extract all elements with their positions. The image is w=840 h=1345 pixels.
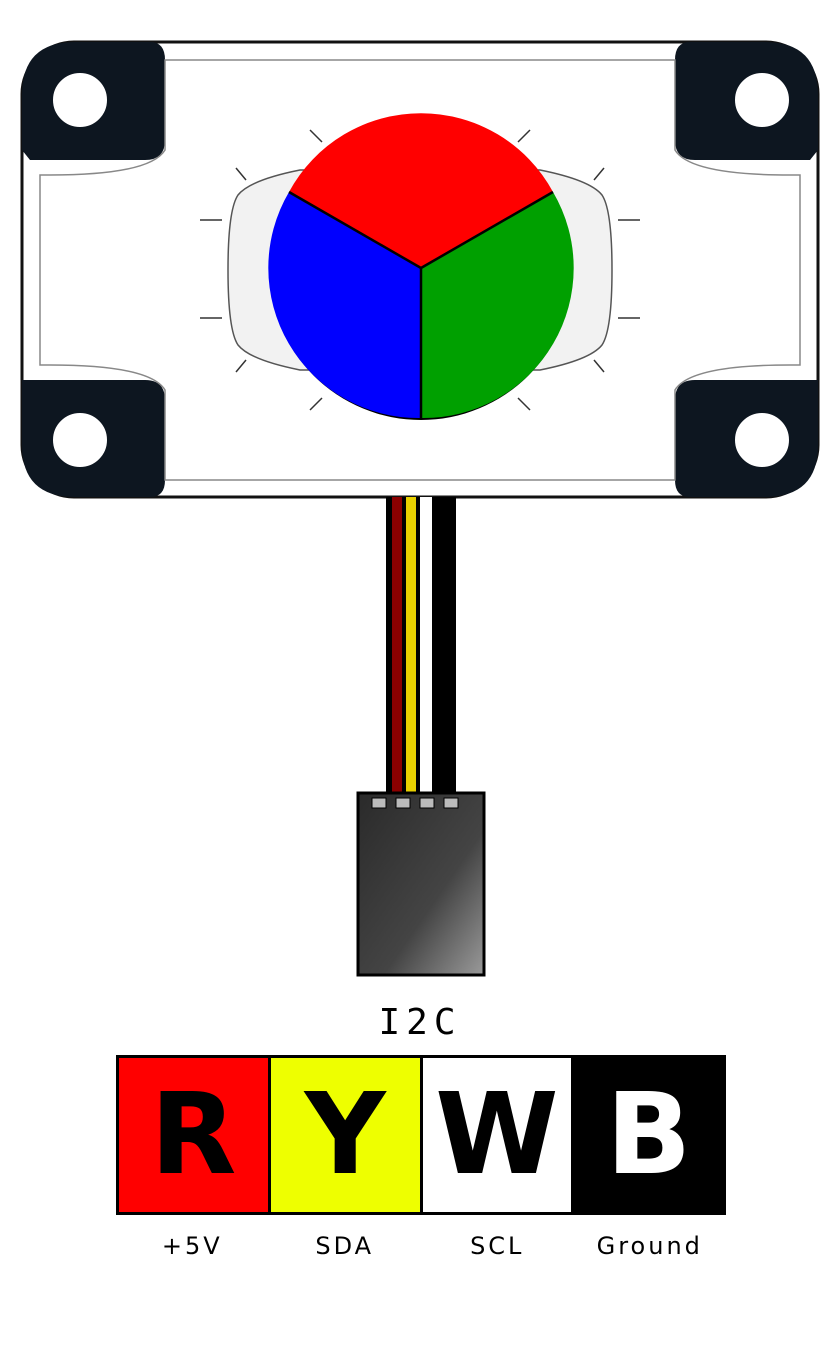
pin-function-sda: SDA [315,1232,375,1260]
pin-letter-yellow: Y [304,1070,386,1200]
mount-hole-bottom-right [675,380,818,497]
pin-letter-white: W [435,1070,559,1200]
pin-function-scl: SCL [470,1232,525,1260]
wire-black [436,497,450,797]
pin-color-legend: R Y W B [116,1055,726,1215]
pin-function-5v: +5V [161,1232,223,1260]
wire-red [392,497,402,797]
mount-hole-bottom-left [22,380,165,497]
pin-cell-red: R [119,1058,271,1212]
protocol-label: I2C [378,1002,462,1043]
wire-white [420,497,432,797]
pin-function-ground: Ground [596,1232,703,1260]
cable-connector [356,791,486,977]
pin-cell-yellow: Y [270,1058,423,1212]
pin-function-labels: +5V SDA SCL Ground [116,1232,726,1272]
pin-cell-white: W [422,1058,575,1212]
wire-yellow [406,497,416,797]
sensor-cable [386,497,456,797]
pin-letter-black: B [605,1070,692,1200]
green-sector [421,192,574,419]
mount-hole-top-left [22,42,165,160]
alignment-ticks [200,129,640,411]
pin-cell-black: B [574,1058,723,1212]
blue-sector [268,192,421,419]
pin-letter-red: R [150,1070,237,1200]
mount-hole-top-right [675,42,818,160]
rgb-color-sensor-icon [268,113,574,420]
